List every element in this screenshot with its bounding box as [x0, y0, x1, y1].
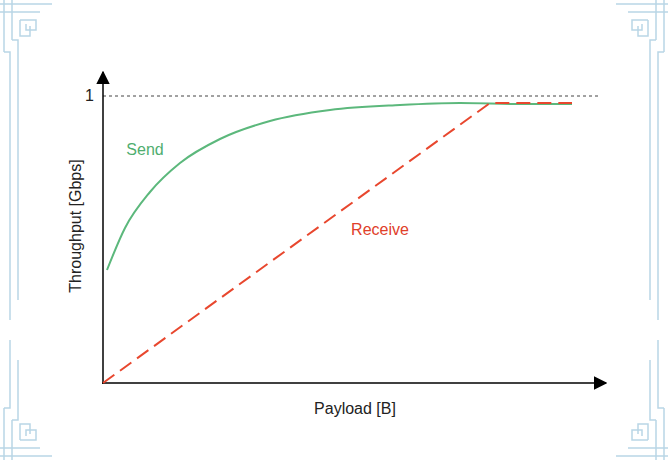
- axis-title: Payload [B]: [314, 400, 396, 418]
- max-line: [103, 96, 600, 97]
- x-axis: [102, 382, 606, 384]
- series-label: Send: [126, 141, 163, 159]
- axis-title: Throughput [Gbps]: [67, 159, 85, 292]
- series-label: Receive: [351, 221, 409, 239]
- y-axis: [102, 72, 104, 384]
- tick-label: 1: [85, 87, 94, 105]
- receive-curve: [103, 103, 572, 383]
- send-curve: [107, 103, 572, 270]
